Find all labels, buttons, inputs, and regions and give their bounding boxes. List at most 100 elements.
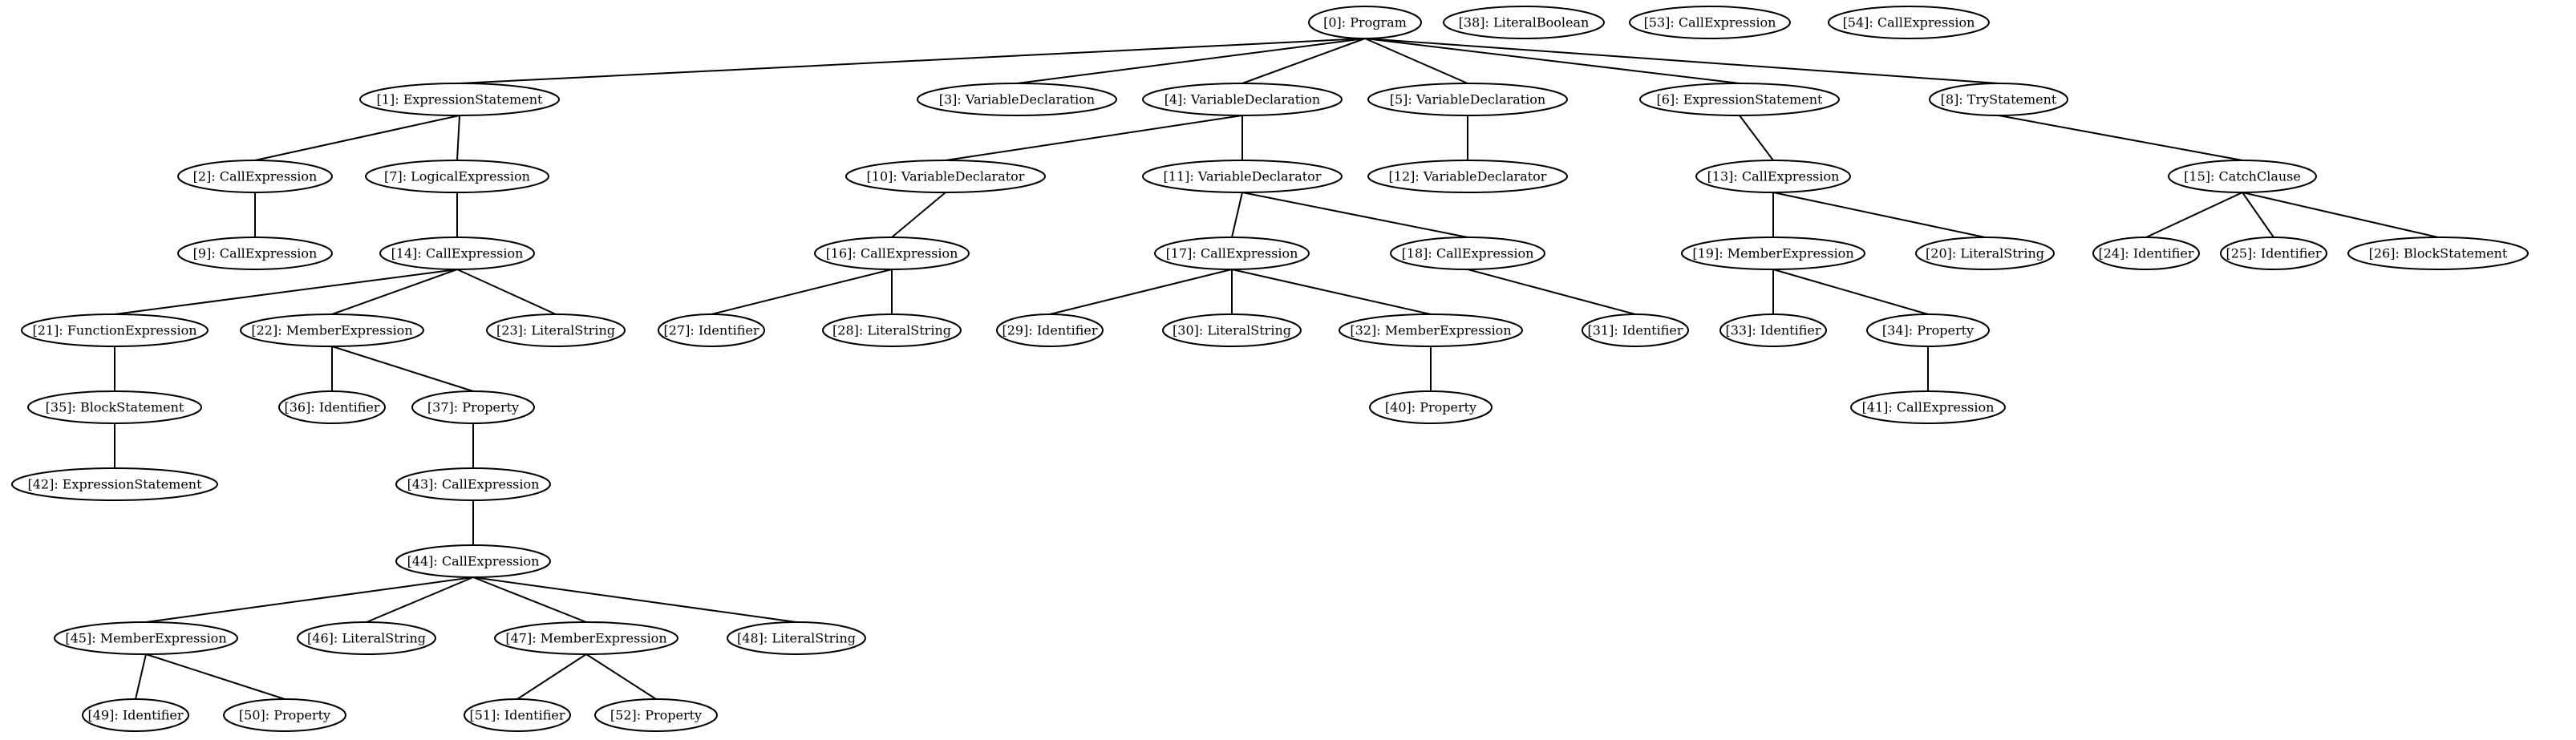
tree-node-4: [4]: VariableDeclaration bbox=[1142, 83, 1343, 116]
tree-node-44: [44]: CallExpression bbox=[395, 544, 551, 578]
tree-node-37: [37]: Property bbox=[411, 390, 535, 424]
tree-node-label: [11]: VariableDeclarator bbox=[1164, 169, 1322, 184]
tree-node-ellipse bbox=[1154, 237, 1310, 270]
tree-node-ellipse bbox=[177, 160, 333, 193]
tree-node-46: [46]: LiteralString bbox=[297, 621, 436, 655]
tree-node-21: [21]: FunctionExpression bbox=[21, 313, 209, 347]
tree-node-34: [34]: Property bbox=[1866, 313, 1990, 347]
tree-node-ellipse bbox=[395, 467, 551, 501]
tree-node-16: [16]: CallExpression bbox=[814, 237, 970, 270]
tree-node-ellipse bbox=[2347, 237, 2529, 270]
tree-node-label: [18]: CallExpression bbox=[1402, 246, 1534, 261]
tree-node-ellipse bbox=[297, 621, 436, 655]
tree-node-label: [3]: VariableDeclaration bbox=[939, 92, 1095, 107]
tree-node-label: [40]: Property bbox=[1385, 400, 1476, 415]
tree-edge-22-37 bbox=[331, 346, 474, 392]
tree-edge-0-8 bbox=[1364, 38, 1999, 84]
tree-node-17: [17]: CallExpression bbox=[1154, 237, 1310, 270]
tree-node-29: [29]: Identifier bbox=[996, 313, 1104, 347]
tree-node-label: [46]: LiteralString bbox=[307, 631, 426, 646]
tree-node-label: [30]: LiteralString bbox=[1173, 323, 1291, 338]
tree-node-ellipse bbox=[594, 698, 718, 732]
tree-edge-45-50 bbox=[145, 653, 286, 700]
tree-node-label: [41]: CallExpression bbox=[1862, 400, 1995, 415]
tree-node-ellipse bbox=[917, 83, 1117, 116]
tree-edge-14-23 bbox=[456, 269, 557, 315]
tree-node-ellipse bbox=[1850, 390, 2006, 424]
tree-node-ellipse bbox=[223, 698, 346, 732]
tree-edges bbox=[114, 38, 2439, 700]
tree-node-label: [54]: CallExpression bbox=[1843, 15, 1975, 30]
tree-node-14: [14]: CallExpression bbox=[379, 237, 535, 270]
tree-node-ellipse bbox=[379, 237, 535, 270]
tree-edge-14-22 bbox=[331, 269, 458, 315]
tree-node-ellipse bbox=[1367, 83, 1568, 116]
tree-node-ellipse bbox=[1639, 83, 1840, 116]
tree-edge-0-5 bbox=[1364, 38, 1468, 84]
tree-node-40: [40]: Property bbox=[1369, 390, 1493, 424]
tree-node-ellipse bbox=[177, 237, 333, 270]
tree-node-label: [5]: VariableDeclaration bbox=[1390, 92, 1545, 107]
tree-node-ellipse bbox=[1828, 6, 1990, 39]
tree-node-ellipse bbox=[2220, 237, 2327, 270]
tree-node-12: [12]: VariableDeclarator bbox=[1367, 160, 1568, 193]
tree-edge-0-3 bbox=[1016, 38, 1366, 84]
tree-node-ellipse bbox=[2092, 237, 2200, 270]
tree-edge-14-21 bbox=[114, 269, 458, 315]
tree-node-ellipse bbox=[822, 313, 962, 347]
tree-node-label: [19]: MemberExpression bbox=[1692, 246, 1853, 261]
tree-node-label: [16]: CallExpression bbox=[826, 246, 958, 261]
tree-node-31: [31]: Identifier bbox=[1582, 313, 1689, 347]
tree-edge-6-13 bbox=[1739, 115, 1774, 161]
tree-node-label: [31]: Identifier bbox=[1588, 323, 1683, 338]
tree-node-22: [22]: MemberExpression bbox=[240, 313, 424, 347]
tree-node-33: [33]: Identifier bbox=[1719, 313, 1827, 347]
tree-node-ellipse bbox=[411, 390, 535, 424]
tree-edge-17-32 bbox=[1231, 269, 1432, 315]
tree-node-32: [32]: MemberExpression bbox=[1339, 313, 1523, 347]
tree-edge-44-47 bbox=[472, 576, 587, 623]
tree-node-15: [15]: CatchClause bbox=[2168, 160, 2317, 193]
tree-node-45: [45]: MemberExpression bbox=[54, 621, 238, 655]
tree-node-ellipse bbox=[27, 390, 202, 424]
tree-node-35: [35]: BlockStatement bbox=[27, 390, 202, 424]
tree-node-49: [49]: Identifier bbox=[82, 698, 189, 732]
tree-node-label: [53]: CallExpression bbox=[1644, 15, 1776, 30]
tree-edge-8-15 bbox=[1998, 115, 2243, 161]
tree-node-3: [3]: VariableDeclaration bbox=[917, 83, 1117, 116]
tree-node-ellipse bbox=[278, 390, 386, 424]
tree-edge-0-4 bbox=[1241, 38, 1366, 84]
tree-node-ellipse bbox=[395, 544, 551, 578]
tree-edge-1-2 bbox=[254, 115, 460, 161]
tree-node-7: [7]: LogicalExpression bbox=[365, 160, 549, 193]
tree-edge-0-1 bbox=[459, 38, 1366, 84]
tree-edge-16-27 bbox=[711, 269, 893, 315]
tree-node-25: [25]: Identifier bbox=[2220, 237, 2327, 270]
tree-node-18: [18]: CallExpression bbox=[1390, 237, 1545, 270]
tree-node-ellipse bbox=[1367, 160, 1568, 193]
tree-edge-18-31 bbox=[1467, 269, 1636, 315]
tree-node-6: [6]: ExpressionStatement bbox=[1639, 83, 1840, 116]
tree-nodes: [0]: Program[1]: ExpressionStatement[2]:… bbox=[11, 6, 2529, 732]
tree-node-ellipse bbox=[814, 237, 970, 270]
tree-node-label: [37]: Property bbox=[427, 400, 519, 415]
tree-node-ellipse bbox=[82, 698, 189, 732]
tree-edge-4-10 bbox=[945, 115, 1243, 161]
tree-node-13: [13]: CallExpression bbox=[1695, 160, 1851, 193]
tree-node-label: [7]: LogicalExpression bbox=[384, 169, 530, 184]
tree-node-36: [36]: Identifier bbox=[278, 390, 386, 424]
tree-node-ellipse bbox=[1443, 6, 1605, 39]
tree-node-label: [48]: LiteralString bbox=[737, 631, 856, 646]
tree-node-ellipse bbox=[1915, 237, 2055, 270]
tree-node-ellipse bbox=[1681, 237, 1865, 270]
tree-node-ellipse bbox=[1339, 313, 1523, 347]
tree-node-label: [45]: MemberExpression bbox=[65, 631, 226, 646]
tree-edge-47-52 bbox=[585, 653, 657, 700]
tree-node-ellipse bbox=[845, 160, 1046, 193]
tree-node-label: [15]: CatchClause bbox=[2184, 169, 2301, 184]
tree-node-label: [10]: VariableDeclarator bbox=[867, 169, 1025, 184]
tree-node-28: [28]: LiteralString bbox=[822, 313, 962, 347]
tree-node-label: [50]: Property bbox=[239, 708, 330, 723]
tree-edge-17-29 bbox=[1049, 269, 1233, 315]
